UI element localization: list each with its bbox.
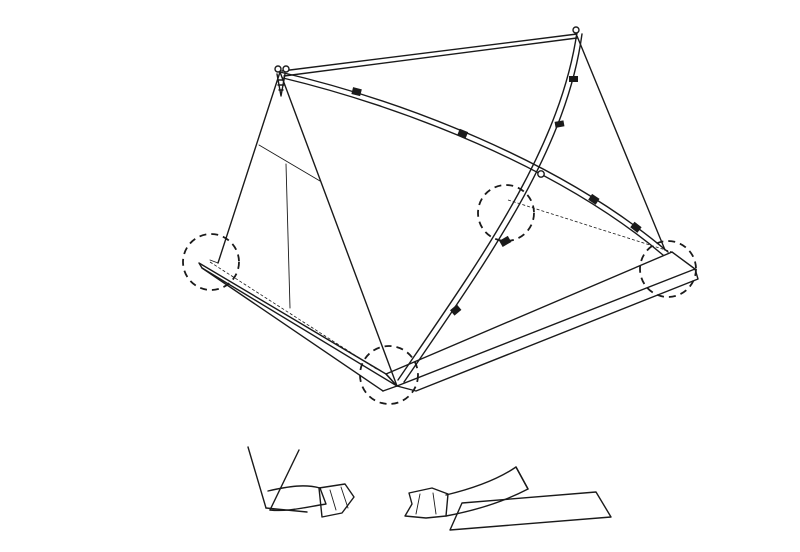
tent-floor [198,251,699,392]
anchor-rear-right [639,240,697,298]
pole-clips [351,76,642,316]
male-buckle-icon [404,487,449,519]
anchor-highlights [182,184,697,405]
front-panel [209,71,398,387]
rear-frame [281,33,673,253]
buckle-detail [247,446,612,531]
anchor-center [477,184,535,242]
ridge-pole [279,71,669,256]
anchor-front-bottom [359,345,419,405]
female-buckle-icon [318,483,355,518]
peak-connector-icon [274,26,580,97]
anchor-front-left [182,233,240,291]
